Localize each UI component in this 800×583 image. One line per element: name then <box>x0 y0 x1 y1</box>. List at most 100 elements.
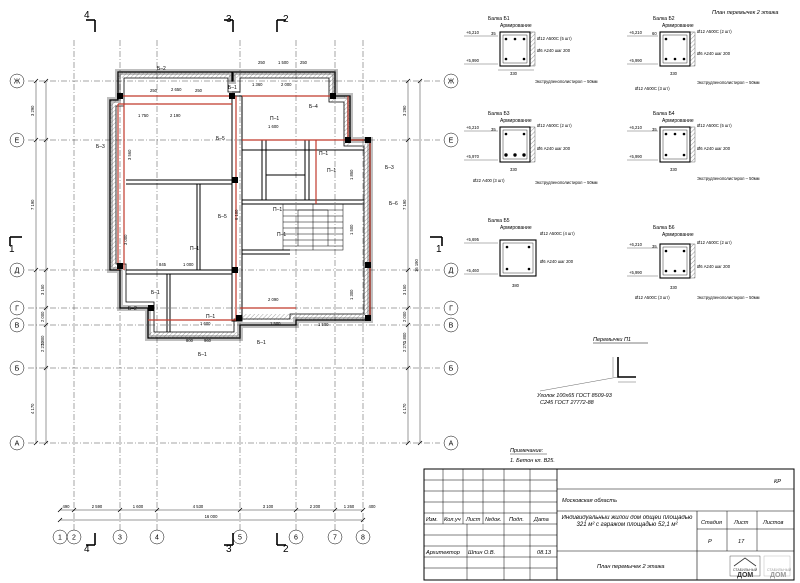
svg-text:Б–6: Б–6 <box>389 201 398 207</box>
section-4-top: 4 <box>84 10 90 21</box>
axis-row-e: Е <box>15 138 20 145</box>
beam-b4-side: 35 <box>652 127 657 132</box>
title-block <box>423 468 795 581</box>
axis-row-zh-r: Ж <box>448 79 455 86</box>
beam-b4-width: 330 <box>670 167 678 172</box>
svg-text:1 800: 1 800 <box>402 332 407 343</box>
svg-text:2 000: 2 000 <box>40 311 45 322</box>
title-block-text: КР Московская область Изм. Кол.уч Лист №… <box>425 479 783 570</box>
beam-b3-rebar-bot: Ø22 А400 (3 шт) <box>473 178 505 183</box>
svg-text:2 190: 2 190 <box>170 113 181 118</box>
axis-row-b-r: Б <box>449 366 454 373</box>
section-2-bottom: 2 <box>283 544 289 555</box>
lintel-p1: Перемычки П1 Уголок 100х65 ГОСТ 8509-93 … <box>536 337 648 406</box>
beam-b1-stirrup: Ø6 А240 шаг 200 <box>537 48 571 53</box>
svg-text:1 260: 1 260 <box>344 504 355 509</box>
notes: Примечание: 1. Бетон кл. В25. <box>510 448 555 464</box>
dimension-texts-right: 3 290 7 190 16 190 3 150 2 000 1 800 2 2… <box>402 105 419 414</box>
beam-b2-width: 330 <box>670 71 678 76</box>
beam-b4-top: +6,210 <box>629 125 643 130</box>
stamp-sheet-title: План перемычек 2 этажа <box>597 564 665 570</box>
total-width-dim: 16 000 <box>205 514 218 519</box>
svg-text:250: 250 <box>258 60 266 65</box>
grid-lines <box>28 40 440 530</box>
row-axis-labels: Ж Е Д Г В Б А Ж Е Д Г В Б А <box>14 79 455 448</box>
beam-b1-reinf: Армирование <box>500 23 532 29</box>
svg-text:1 600: 1 600 <box>268 124 279 129</box>
svg-text:1 500: 1 500 <box>270 321 281 326</box>
stamp-h-sheet: Лист <box>733 520 749 526</box>
svg-text:1 000: 1 000 <box>183 262 194 267</box>
svg-text:2 200: 2 200 <box>310 504 321 509</box>
svg-text:Б–3: Б–3 <box>96 144 105 150</box>
svg-text:Б–3: Б–3 <box>385 165 394 171</box>
svg-text:400: 400 <box>369 504 377 509</box>
beam-b4-name: Балка Б4 <box>653 111 675 117</box>
logo-text-4: ДОМ <box>770 572 786 579</box>
beam-b4-stirrup: Ø6 А240 шаг 200 <box>697 146 731 151</box>
svg-text:1 360: 1 360 <box>252 82 263 87</box>
beam-b5-rebar-top: Ø12 А500С (4 шт) <box>540 231 575 236</box>
axis-col-5: 5 <box>238 535 242 542</box>
axis-row-b: Б <box>15 366 20 373</box>
svg-text:250: 250 <box>300 60 308 65</box>
svg-text:1 600: 1 600 <box>133 504 144 509</box>
beam-b6-name: Балка Б6 <box>653 225 675 231</box>
beam-b1-top: +6,210 <box>466 30 480 35</box>
svg-text:П–1: П–1 <box>190 246 199 252</box>
dimension-texts-bottom: 490 2 590 1 600 4 530 3 100 2 200 1 260 … <box>63 504 377 519</box>
logo-text-1: СТАБИЛЬНЫЙ <box>733 568 758 572</box>
beam-b6-rebar-bot: Ø12 А500С (3 шт) <box>635 295 670 300</box>
axis-row-g-r: Г <box>449 306 453 313</box>
svg-text:3 290: 3 290 <box>402 105 407 116</box>
svg-text:3 290: 3 290 <box>30 105 35 116</box>
logo: СТАБИЛЬНЫЙ ДОМ СТАБИЛЬНЫЙ ДОМ <box>729 555 792 579</box>
axis-row-e-r: Е <box>449 138 454 145</box>
row-axis-bubbles-right <box>443 73 459 451</box>
beam-section-b2: Балка Б2 Армирование +6,210 +5,990 Ø12 А… <box>627 16 760 91</box>
axis-col-6: 6 <box>294 535 298 542</box>
beam-b2-rebar-bot: Ø12 А500С (3 шт) <box>635 86 670 91</box>
plan-beam-labels: Б–2 Б–1 Б–4 Б–3 Б–5 Б–5 Б–6 Б–3 Б–2 Б–1 … <box>96 66 398 358</box>
section-3-top: 3 <box>226 14 232 25</box>
beam-b1-width: 330 <box>510 71 518 76</box>
notes-line1: 1. Бетон кл. В25. <box>510 458 555 464</box>
beam-section-b5: Балка Б5 Армирование +5,695 +5,460 Ø12 А… <box>464 218 575 288</box>
svg-text:2 000: 2 000 <box>281 82 292 87</box>
svg-text:Б–1: Б–1 <box>198 352 207 358</box>
stamp-h-sheets: Листов <box>762 520 783 526</box>
beam-b1-bottom: +5,990 <box>466 58 480 63</box>
plan-title: План перемычек 2 этажа <box>712 10 778 16</box>
axis-row-v: В <box>15 323 20 330</box>
section-3-bottom: 3 <box>226 544 232 555</box>
svg-text:800: 800 <box>186 338 194 343</box>
svg-text:490: 490 <box>63 504 71 509</box>
logo-text-3: СТАБИЛЬНЫЙ <box>767 568 792 572</box>
beam-section-b3: Балка Б3 Армирование +6,210 +5,970 Ø12 А… <box>464 111 598 185</box>
stamp-h-list: Лист <box>465 517 481 523</box>
section-marks <box>9 19 443 546</box>
stamp-h-doc: №док. <box>485 517 501 523</box>
beam-b6-reinf: Армирование <box>662 232 694 238</box>
stamp-stage: Р <box>708 539 712 545</box>
beam-section-b1: Балка Б1 Армирование +6,210 +5,990 Ø12 А… <box>464 16 598 84</box>
beam-b5-bottom: +5,460 <box>466 268 480 273</box>
interior-walls <box>126 91 364 332</box>
beam-b3-rebar-top: Ø12 А500С (2 шт) <box>537 123 572 128</box>
axis-col-3: 3 <box>118 535 122 542</box>
beam-b6-rebar-top: Ø12 А500С (2 шт) <box>697 240 732 245</box>
beam-b3-top: +6,210 <box>466 125 480 130</box>
svg-text:250: 250 <box>195 88 203 93</box>
svg-text:845: 845 <box>159 262 167 267</box>
beam-b3-insul: Экструдпенополистирол – 50мм <box>535 180 598 185</box>
section-4-bottom: 4 <box>84 544 90 555</box>
beam-b3-reinf: Армирование <box>500 118 532 124</box>
svg-text:6 100: 6 100 <box>234 209 239 220</box>
stamp-role: Архитектор <box>425 550 460 556</box>
stamp-region: Московская область <box>562 498 617 504</box>
beam-section-b6: Балка Б6 Армирование +6,210 +5,990 Ø12 А… <box>627 225 760 300</box>
svg-text:П–1: П–1 <box>273 207 282 213</box>
svg-text:2 270: 2 270 <box>40 341 45 352</box>
svg-text:960: 960 <box>204 338 212 343</box>
svg-text:П–1: П–1 <box>319 151 328 157</box>
